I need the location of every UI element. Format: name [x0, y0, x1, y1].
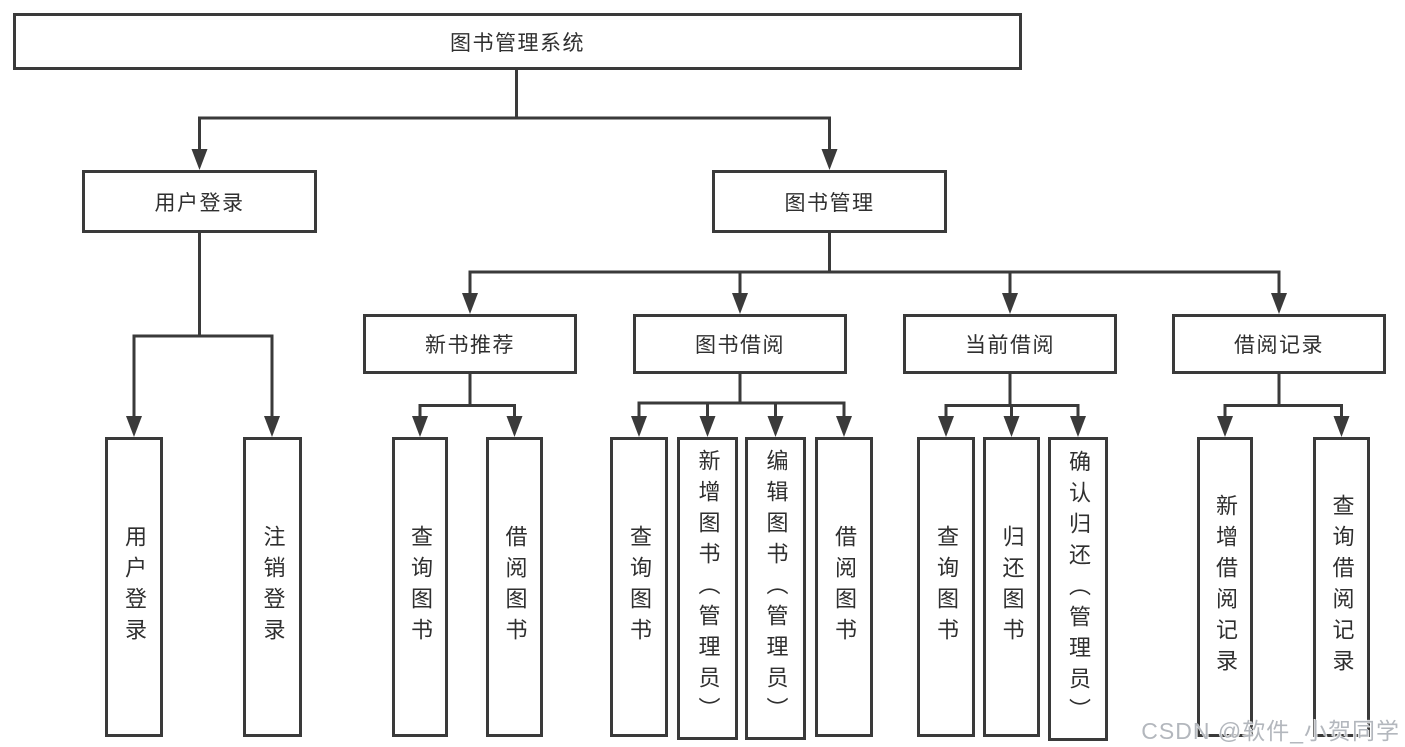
node-return-books: 归还图书 [983, 437, 1040, 737]
node-label: 新增图书（管理员） [695, 449, 721, 728]
csdn-watermark: CSDN @软件_小贺同学 [1141, 718, 1400, 744]
node-current-borrow: 当前借阅 [903, 314, 1117, 374]
node-label: 查询借阅记录 [1329, 494, 1355, 680]
arrowhead-icons [126, 149, 1350, 437]
node-label: 编辑图书（管理员） [763, 449, 789, 728]
node-label: 用户登录 [122, 525, 147, 649]
node-label: 新增借阅记录 [1213, 494, 1238, 680]
node-add-book-admin: 新增图书（管理员） [677, 437, 738, 740]
node-label: 借阅图书 [502, 525, 528, 649]
node-query-books-2: 查询图书 [610, 437, 668, 737]
node-add-borrow-record: 新增借阅记录 [1197, 437, 1253, 737]
node-label: 查询图书 [934, 525, 959, 649]
node-book-borrow: 图书借阅 [633, 314, 847, 374]
node-new-book-recommend: 新书推荐 [363, 314, 577, 374]
node-borrow-records: 借阅记录 [1172, 314, 1386, 374]
node-label: 归还图书 [999, 525, 1025, 649]
node-query-books-3: 查询图书 [917, 437, 975, 737]
node-library-system: 图书管理系统 [13, 13, 1022, 70]
node-user-login-group: 用户登录 [82, 170, 317, 233]
node-borrow-books-2: 借阅图书 [815, 437, 873, 737]
node-label: 查询图书 [408, 525, 433, 649]
node-label: 查询图书 [627, 525, 652, 649]
node-borrow-books-1: 借阅图书 [486, 437, 543, 737]
node-user-login: 用户登录 [105, 437, 163, 737]
node-label: 注销登录 [260, 525, 286, 649]
node-label: 确认归还（管理员） [1066, 449, 1091, 729]
node-label: 借阅图书 [832, 525, 857, 649]
node-query-books-1: 查询图书 [392, 437, 448, 737]
node-confirm-return-admin: 确认归还（管理员） [1048, 437, 1108, 741]
node-book-management: 图书管理 [712, 170, 947, 233]
node-edit-book-admin: 编辑图书（管理员） [745, 437, 806, 740]
node-query-borrow-record: 查询借阅记录 [1313, 437, 1370, 737]
node-logout: 注销登录 [243, 437, 302, 737]
